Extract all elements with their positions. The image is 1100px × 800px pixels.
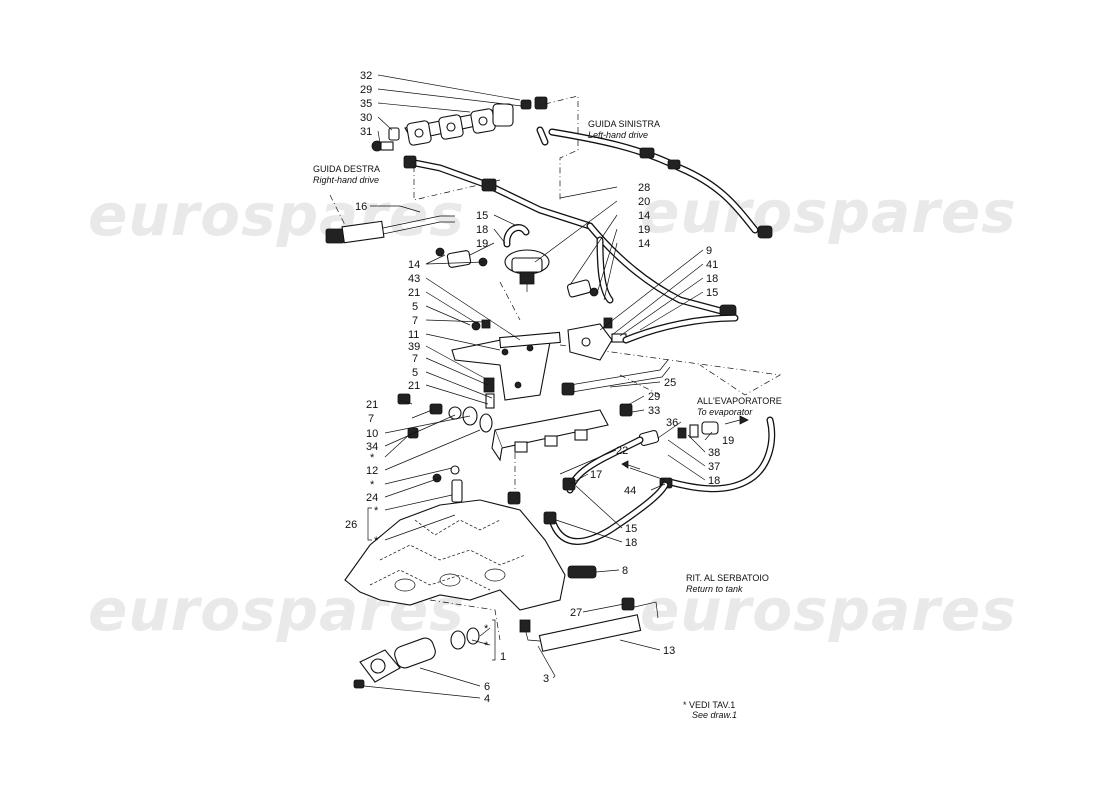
callout-27: 27 (570, 607, 582, 619)
callout-29: 29 (648, 391, 660, 403)
callout-6: 6 (484, 681, 490, 693)
intake-manifold (344, 499, 566, 611)
callout-star: * (370, 479, 375, 491)
return-pipe-13 (519, 597, 659, 652)
callouts: 32 29 35 30 31 16 28 20 14 19 14 15 18 1… (345, 70, 734, 705)
callout-star: * (374, 505, 379, 517)
callout-30: 30 (360, 112, 372, 124)
callout-9: 9 (706, 245, 712, 257)
callout-19: 19 (476, 238, 488, 250)
callout-star: * (484, 640, 489, 652)
callout-14: 14 (638, 238, 650, 250)
note-all-evaporatore: ALL'EVAPORATORE (697, 396, 782, 406)
callout-16: 16 (355, 201, 367, 213)
callout-star: * (484, 623, 489, 635)
callout-25: 25 (664, 377, 676, 389)
callout-44: 44 (624, 485, 636, 497)
callout-15: 15 (476, 210, 488, 222)
watermark-top-left: eurospares (88, 181, 465, 249)
fuel-line-28 (536, 126, 773, 239)
callout-24: 24 (366, 492, 378, 504)
callout-18: 18 (706, 273, 718, 285)
callout-43: 43 (408, 273, 420, 285)
callout-21: 21 (366, 399, 378, 411)
callout-39: 39 (408, 341, 420, 353)
note-guida-sinistra: GUIDA SINISTRA (588, 119, 660, 129)
callout-7: 7 (368, 413, 374, 425)
callout-3: 3 (543, 673, 549, 685)
callout-20: 20 (638, 196, 650, 208)
callout-10: 10 (366, 428, 378, 440)
callout-7: 7 (412, 315, 418, 327)
callout-14: 14 (638, 210, 650, 222)
callout-32: 32 (360, 70, 372, 82)
callout-star: * (374, 535, 379, 547)
note-to-evaporator: To evaporator (697, 407, 753, 417)
pipe-16 (325, 215, 455, 244)
watermark-top-right: eurospares (640, 178, 1017, 246)
note-guida-destra: GUIDA DESTRA (313, 164, 380, 174)
callout-19: 19 (638, 224, 650, 236)
callout-18: 18 (708, 475, 720, 487)
fuel-line-right-hand (403, 155, 594, 230)
note-rit-al-serbatoio: RIT. AL SERBATOIO (686, 573, 769, 583)
note-right-hand-drive: Right-hand drive (313, 175, 379, 185)
callout-34: 34 (366, 441, 378, 453)
callout-18: 18 (625, 537, 637, 549)
callout-29: 29 (360, 84, 372, 96)
callout-star: * (370, 452, 375, 464)
callout-1: 1 (500, 651, 506, 663)
callout-13: 13 (663, 645, 675, 657)
upper-fuel-rail (371, 96, 548, 152)
note-left-hand-drive: Left-hand drive (588, 130, 648, 140)
callout-4: 4 (484, 693, 490, 705)
leader-lines (363, 74, 713, 699)
pressure-regulator-20 (504, 249, 550, 292)
callout-15: 15 (706, 287, 718, 299)
note-return-to-tank: Return to tank (686, 584, 743, 594)
note-see-draw: See draw.1 (692, 710, 737, 720)
callout-22: 22 (616, 445, 628, 457)
callout-36: 36 (666, 417, 678, 429)
callout-38: 38 (708, 447, 720, 459)
callout-5: 5 (412, 367, 418, 379)
callout-21: 21 (408, 287, 420, 299)
callout-5: 5 (412, 301, 418, 313)
callout-15: 15 (625, 523, 637, 535)
callout-7: 7 (412, 353, 418, 365)
callout-26: 26 (345, 519, 357, 531)
callout-11: 11 (408, 329, 419, 341)
callout-14: 14 (408, 259, 420, 271)
drawing-parts (325, 95, 782, 689)
callout-21: 21 (408, 380, 420, 392)
callout-31: 31 (360, 126, 372, 138)
callout-19: 19 (722, 435, 734, 447)
note-vedi-tav: * VEDI TAV.1 (683, 700, 735, 710)
watermark-bottom-right: eurospares (640, 576, 1017, 644)
callout-12: 12 (366, 465, 378, 477)
callout-37: 37 (708, 461, 720, 473)
callout-17: 17 (590, 469, 602, 481)
notes: GUIDA SINISTRA Left-hand drive GUIDA DES… (313, 119, 782, 720)
callout-8: 8 (622, 565, 628, 577)
idle-air-valve-6 (353, 627, 480, 689)
watermark-group: eurospares eurospares eurospares eurospa… (88, 178, 1017, 644)
lower-fuel-rail-22 (491, 403, 633, 462)
callout-18: 18 (476, 224, 488, 236)
callout-33: 33 (648, 405, 660, 417)
callout-35: 35 (360, 98, 372, 110)
callout-28: 28 (638, 182, 650, 194)
callout-41: 41 (706, 259, 718, 271)
